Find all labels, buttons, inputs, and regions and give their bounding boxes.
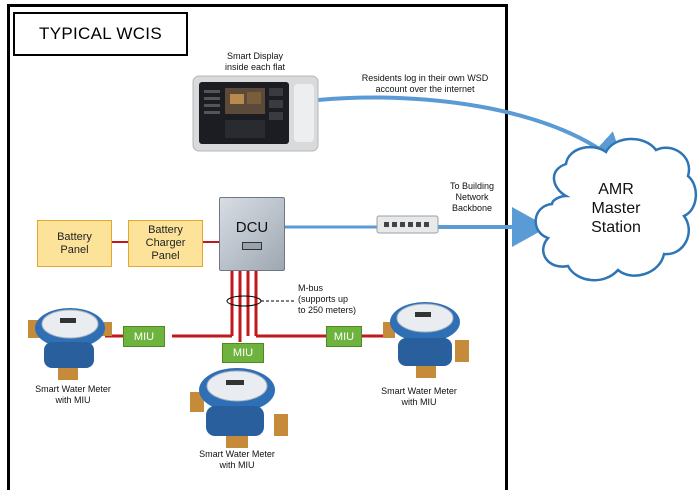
miu-center: MIU — [222, 343, 264, 363]
charger-panel-line3: Panel — [151, 250, 180, 262]
battery-charger-panel: Battery Charger Panel — [128, 220, 203, 267]
mbus-note-line2: (supports up — [298, 294, 349, 304]
backbone-note-line1: To Building — [449, 181, 495, 191]
miu-right: MIU — [326, 326, 362, 347]
mbus-note: M-bus (supports up to 250 meters) — [298, 283, 388, 316]
battery-panel-line2: Panel — [60, 243, 89, 256]
residents-note-line1: Residents log in their own WSD — [361, 73, 489, 83]
dcu-unit: DCU — [219, 197, 285, 271]
water-meter-left-icon — [28, 308, 112, 380]
meter-right-label: Smart Water Meter with MIU — [364, 386, 474, 408]
dcu-slot-icon — [242, 241, 262, 250]
residents-note-line2: account over the internet — [375, 84, 475, 94]
meter-center-label-line2: with MIU — [219, 460, 255, 470]
meter-center-label: Smart Water Meter with MIU — [182, 449, 292, 471]
backbone-note: To Building Network Backbone — [432, 181, 512, 214]
meter-left-label-line2: with MIU — [55, 395, 91, 405]
meter-right-label-line1: Smart Water Meter — [381, 386, 457, 396]
meter-center-label-line1: Smart Water Meter — [199, 449, 275, 459]
residents-note: Residents log in their own WSD account o… — [340, 73, 510, 95]
dcu-label: DCU — [235, 218, 269, 236]
cloud-line1: AMR — [598, 181, 634, 198]
smart-display-label-line1: Smart Display — [226, 51, 283, 61]
backbone-note-line3: Backbone — [451, 203, 493, 213]
charger-panel-line2: Charger — [145, 237, 186, 249]
diagram-title: TYPICAL WCIS — [13, 12, 188, 56]
miu-left: MIU — [123, 326, 165, 347]
mbus-note-line3: to 250 meters) — [298, 305, 357, 315]
cloud-line2: Master — [591, 200, 641, 217]
diagram-frame — [7, 4, 508, 490]
smart-display-label-line2: inside each flat — [224, 62, 286, 72]
battery-panel-line1: Battery — [57, 230, 92, 243]
meter-left-label: Smart Water Meter with MIU — [18, 384, 128, 406]
battery-panel: Battery Panel — [37, 220, 112, 267]
smart-display-icon — [192, 75, 319, 152]
backbone-note-line2: Network — [455, 192, 489, 202]
internet-arrow — [317, 95, 626, 171]
smart-display-label: Smart Display inside each flat — [205, 51, 305, 73]
cloud-line3: Station — [591, 219, 641, 236]
charger-panel-line1: Battery — [148, 224, 183, 236]
meter-left-label-line1: Smart Water Meter — [35, 384, 111, 394]
meter-right-label-line2: with MIU — [401, 397, 437, 407]
water-meter-center-icon — [190, 368, 288, 448]
cloud-shape — [534, 137, 697, 282]
network-switch-icon — [376, 215, 439, 234]
mbus-note-line1: M-bus — [298, 283, 324, 293]
amr-master-station: AMR Master Station — [566, 180, 666, 237]
water-meter-right-icon — [383, 302, 469, 378]
